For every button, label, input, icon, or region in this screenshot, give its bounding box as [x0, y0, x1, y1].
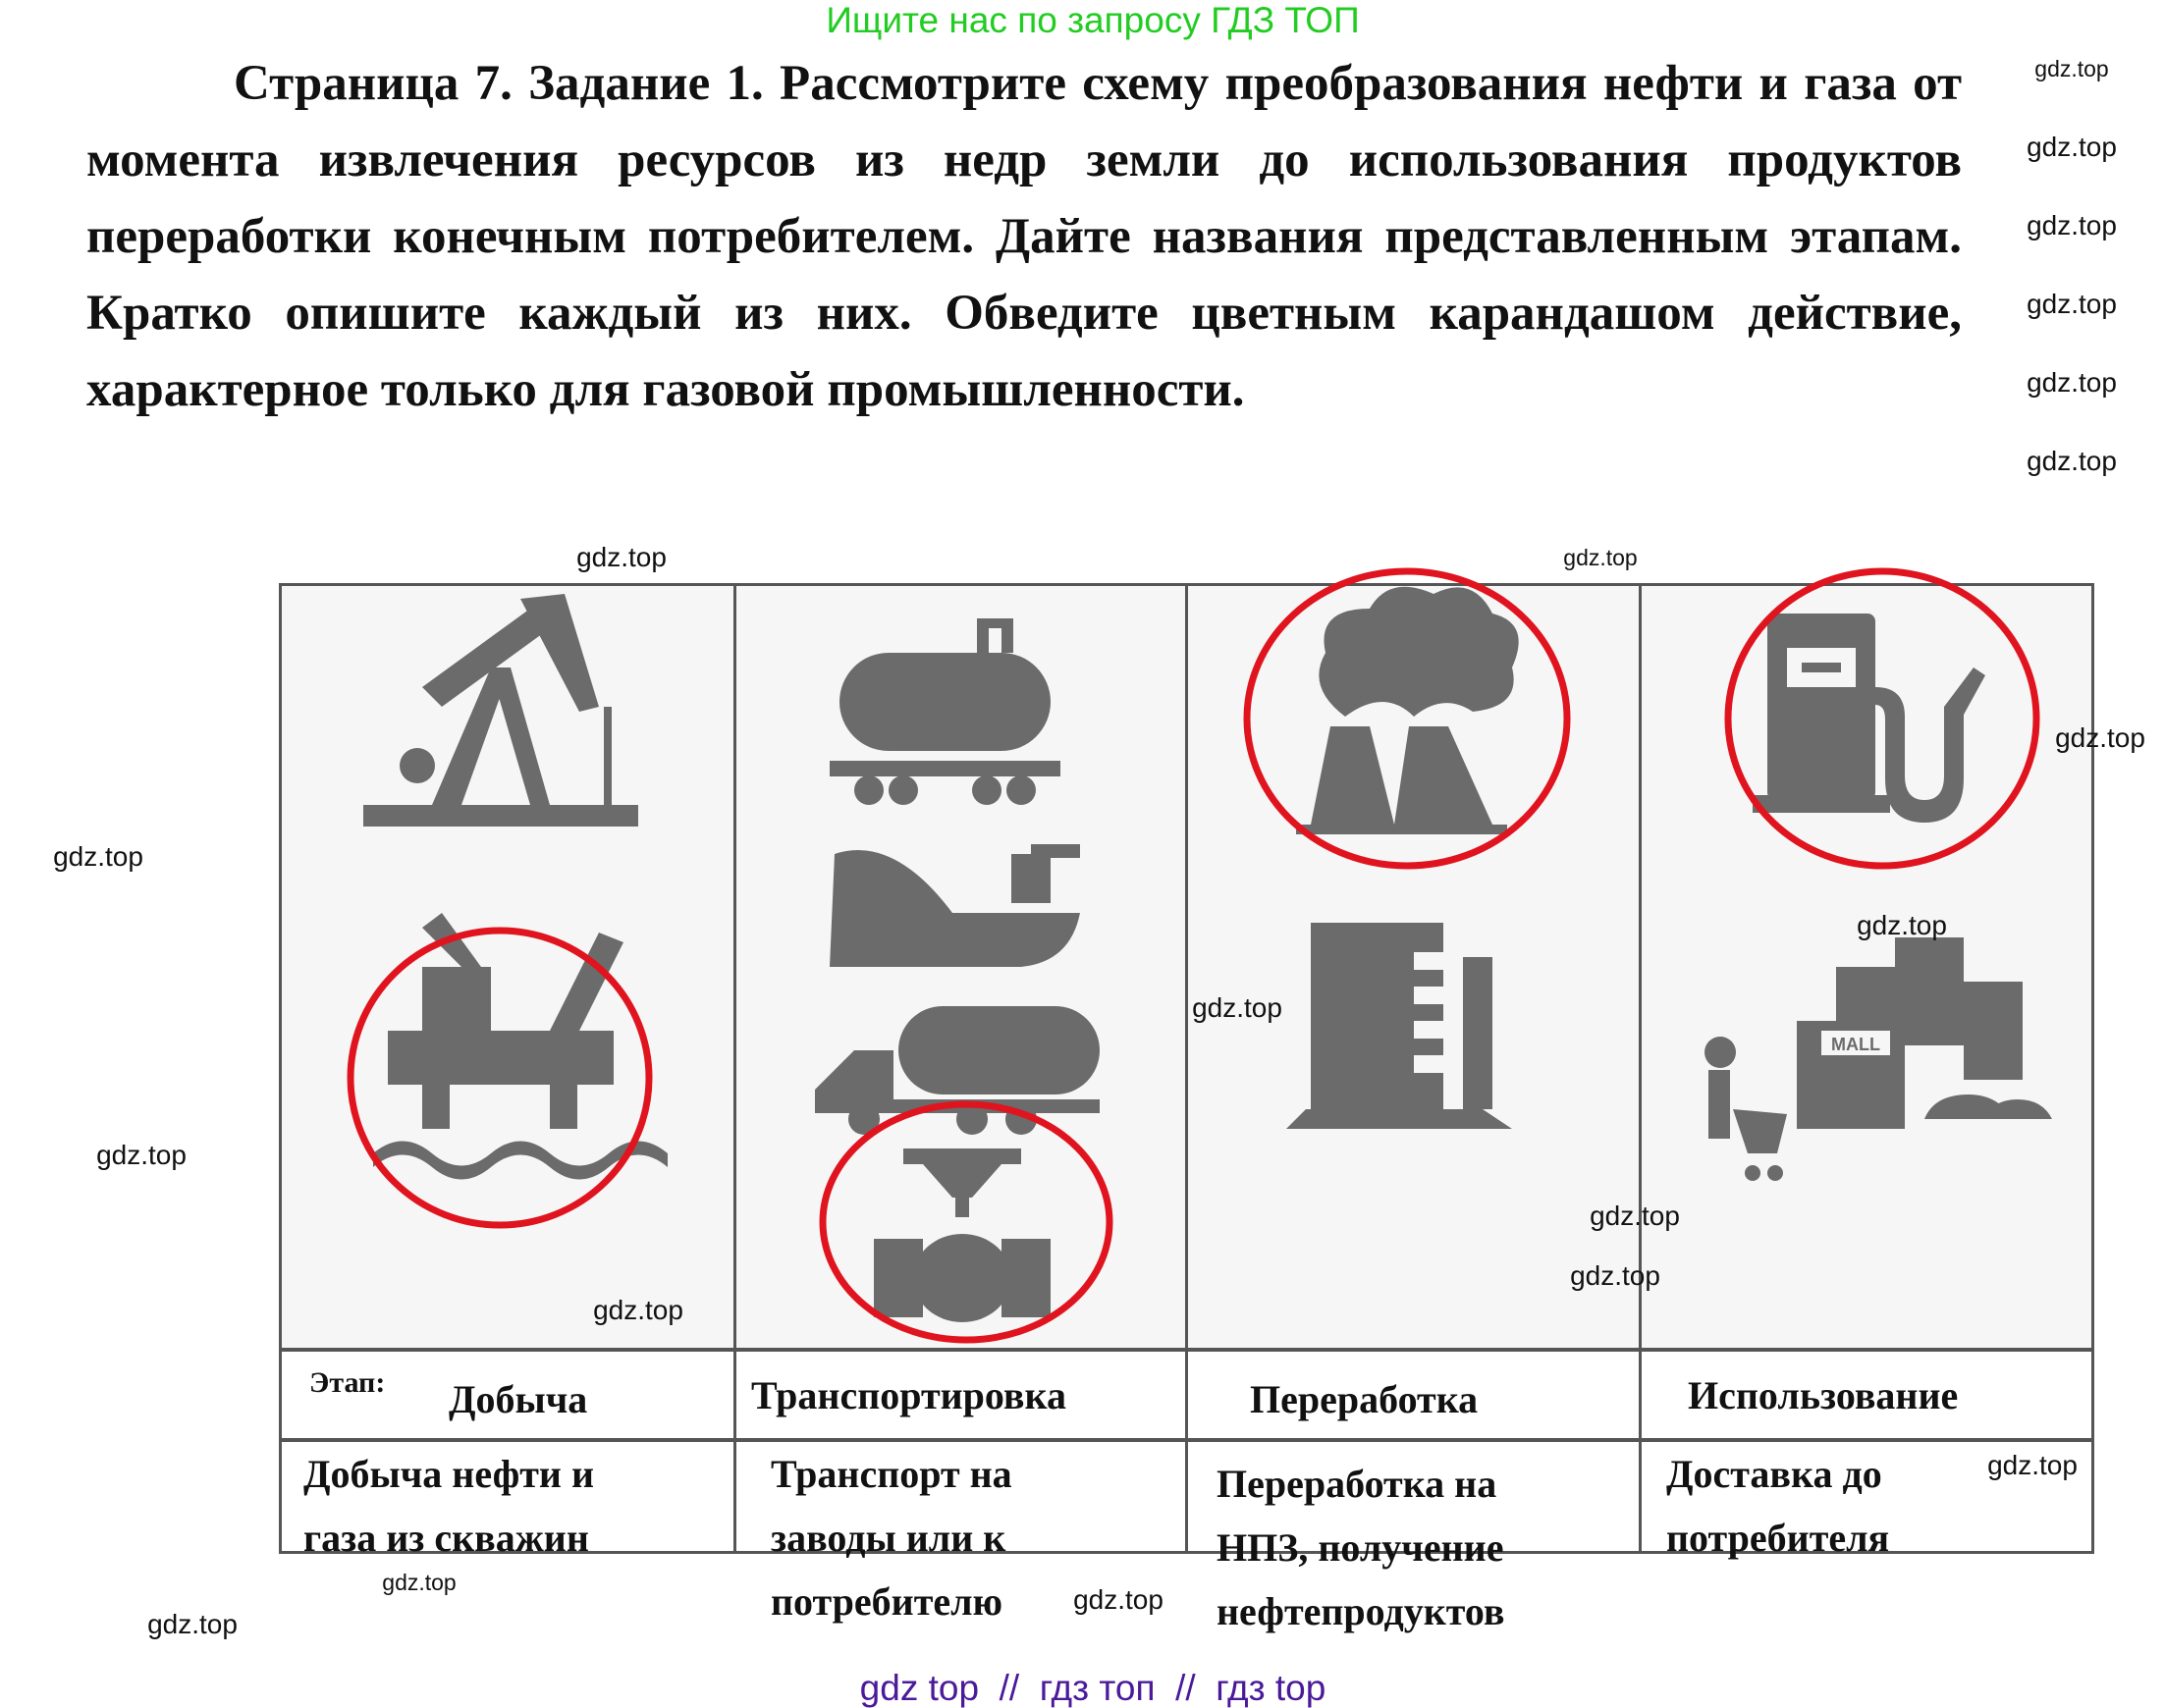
watermark: gdz.top [2027, 446, 2117, 476]
description-line: потребителя [1666, 1516, 1890, 1560]
tanker-truck-icon [815, 1006, 1100, 1135]
description-line: нефтепродуктов [1217, 1589, 1505, 1633]
watermark: gdz.top [1857, 910, 1947, 940]
watermark: gdz.top [96, 1140, 187, 1170]
watermark: gdz.top [147, 1609, 238, 1639]
footer-links: gdz top // гдз топ // гдз top [859, 1668, 1326, 1708]
stage-name: Транспортировка [751, 1373, 1066, 1417]
plant-smoke-icon [1296, 586, 1519, 834]
stage-description: Транспорт на заводы или к потребителю [771, 1442, 1012, 1633]
column-divider [1639, 586, 1642, 1551]
watermark: gdz.top [576, 542, 667, 572]
watermark: gdz.top [2027, 132, 2117, 162]
mall-sign: MALL [1831, 1035, 1880, 1054]
mall-shopping-icon: MALL [1704, 937, 2052, 1181]
stage-name: Добыча [449, 1377, 588, 1421]
description-line: НПЗ, получение [1217, 1525, 1504, 1570]
watermark: gdz.top [2034, 56, 2109, 81]
stage-description: Переработка на НПЗ, получение нефтепроду… [1217, 1452, 1505, 1643]
red-circle-mark [819, 1100, 1113, 1344]
description-line: Переработка на [1217, 1462, 1497, 1506]
promo-banner: Ищите нас по запросу ГДЗ ТОП [826, 0, 1360, 40]
watermark: gdz.top [1987, 1450, 2078, 1480]
pipeline-valve-icon [874, 1148, 1051, 1322]
red-circle-mark [1724, 567, 2040, 870]
stage-name: Использование [1688, 1373, 1959, 1417]
watermark: gdz.top [2027, 289, 2117, 319]
column-divider [733, 586, 736, 1551]
description-line: Транспорт на [771, 1452, 1012, 1496]
pump-jack-icon [363, 594, 638, 827]
tanker-ship-icon [830, 844, 1080, 967]
tank-car-icon [830, 618, 1060, 805]
description-line: Доставка до [1666, 1452, 1882, 1496]
watermark: gdz.top [1570, 1260, 1660, 1291]
stage-description: Доставка до потребителя [1666, 1442, 1889, 1570]
red-circle-mark [347, 927, 653, 1229]
watermark: gdz.top [53, 841, 143, 872]
stage-label: Этап: [309, 1366, 386, 1399]
stage-name: Переработка [1250, 1377, 1479, 1421]
watermark: gdz.top [593, 1295, 683, 1325]
watermark: gdz.top [1192, 992, 1282, 1023]
watermark: gdz.top [1563, 545, 1638, 570]
column-divider [1185, 586, 1188, 1551]
watermark: gdz.top [1073, 1584, 1163, 1615]
watermark: gdz.top [1590, 1201, 1680, 1231]
watermark: gdz.top [2027, 367, 2117, 398]
watermark: gdz.top [2055, 722, 2145, 753]
task-text: Страница 7. Задание 1. Рассмотрите схему… [86, 56, 1962, 417]
row-divider [282, 1348, 2091, 1352]
description-line: потребителю [771, 1579, 1003, 1624]
row-divider [282, 1438, 2091, 1442]
refinery-building-icon [1286, 923, 1512, 1129]
watermark: gdz.top [2027, 210, 2117, 240]
description-line: Добыча нефти и [303, 1452, 595, 1496]
offshore-platform-icon [373, 913, 668, 1180]
fuel-pump-icon [1753, 614, 1985, 823]
red-circle-mark [1243, 567, 1571, 870]
watermark: gdz.top [382, 1570, 457, 1595]
stage-description: Добыча нефти и газа из скважин [303, 1442, 594, 1570]
description-line: заводы или к [771, 1516, 1006, 1560]
description-line: газа из скважин [303, 1516, 589, 1560]
